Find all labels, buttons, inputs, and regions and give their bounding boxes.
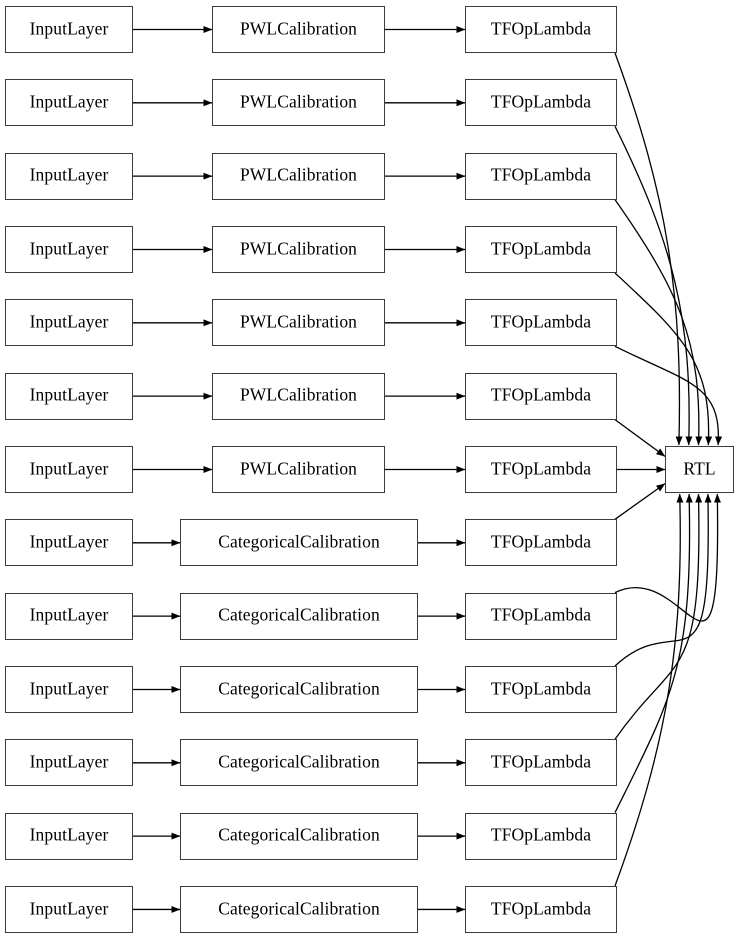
input-layer-node[interactable]: InputLayer: [5, 6, 133, 53]
tfoplambda-node[interactable]: TFOpLambda: [465, 445, 617, 493]
tfoplambda-node-label: TFOpLambda: [490, 824, 592, 845]
pwl-calibration-node-label: PWLCalibration: [239, 18, 358, 39]
categorical-calibration-node[interactable]: CategoricalCalibration: [180, 739, 418, 787]
tfoplambda-node-label: TFOpLambda: [490, 91, 592, 112]
input-layer-node-label: InputLayer: [29, 18, 109, 39]
tfoplambda-node-label: TFOpLambda: [490, 164, 592, 185]
tfoplambda-node[interactable]: TFOpLambda: [465, 6, 617, 53]
input-layer-node-label: InputLayer: [29, 604, 109, 625]
tfoplambda-node-label: TFOpLambda: [490, 238, 592, 259]
input-layer-node-label: InputLayer: [29, 824, 109, 845]
input-layer-node[interactable]: InputLayer: [5, 739, 133, 787]
pwl-calibration-node-label: PWLCalibration: [239, 384, 358, 405]
pwl-calibration-node-label: PWLCalibration: [239, 238, 358, 259]
tfoplambda-node-label: TFOpLambda: [490, 751, 592, 772]
categorical-calibration-node[interactable]: CategoricalCalibration: [180, 519, 418, 567]
input-layer-node-label: InputLayer: [29, 751, 109, 772]
tfoplambda-node[interactable]: TFOpLambda: [465, 739, 617, 787]
input-layer-node-label: InputLayer: [29, 458, 109, 479]
tfoplambda-node-label: TFOpLambda: [490, 458, 592, 479]
input-layer-node-label: InputLayer: [29, 91, 109, 112]
tfoplambda-node-label: TFOpLambda: [490, 898, 592, 919]
input-layer-node-label: InputLayer: [29, 384, 109, 405]
categorical-calibration-node[interactable]: CategoricalCalibration: [180, 885, 418, 933]
pwl-calibration-node[interactable]: PWLCalibration: [212, 225, 385, 273]
input-layer-node[interactable]: InputLayer: [5, 519, 133, 567]
tfoplambda-node-label: TFOpLambda: [490, 531, 592, 552]
pwl-calibration-node-label: PWLCalibration: [239, 458, 358, 479]
pwl-calibration-node[interactable]: PWLCalibration: [212, 6, 385, 53]
input-layer-node[interactable]: InputLayer: [5, 592, 133, 640]
tfoplambda-node-label: TFOpLambda: [490, 384, 592, 405]
pwl-calibration-node[interactable]: PWLCalibration: [212, 152, 385, 200]
input-layer-node[interactable]: InputLayer: [5, 225, 133, 273]
rtl-output-node[interactable]: RTL: [665, 446, 734, 493]
rtl-output-node-label: RTL: [683, 458, 716, 479]
input-layer-node[interactable]: InputLayer: [5, 812, 133, 860]
tfoplambda-node[interactable]: TFOpLambda: [465, 812, 617, 860]
input-layer-node-label: InputLayer: [29, 164, 109, 185]
tfoplambda-node[interactable]: TFOpLambda: [465, 592, 617, 640]
input-layer-node-label: InputLayer: [29, 531, 109, 552]
tfoplambda-node[interactable]: TFOpLambda: [465, 225, 617, 273]
tfoplambda-node[interactable]: TFOpLambda: [465, 152, 617, 200]
categorical-calibration-node[interactable]: CategoricalCalibration: [180, 592, 418, 640]
tfoplambda-node-label: TFOpLambda: [490, 18, 592, 39]
categorical-calibration-node-label: CategoricalCalibration: [218, 751, 380, 772]
input-layer-node-label: InputLayer: [29, 678, 109, 699]
input-layer-node-label: InputLayer: [29, 898, 109, 919]
categorical-calibration-node-label: CategoricalCalibration: [218, 678, 380, 699]
categorical-calibration-node-label: CategoricalCalibration: [218, 604, 380, 625]
input-layer-node-label: InputLayer: [29, 238, 109, 259]
pwl-calibration-node[interactable]: PWLCalibration: [212, 299, 385, 347]
tfoplambda-node-label: TFOpLambda: [490, 604, 592, 625]
tfoplambda-node[interactable]: TFOpLambda: [465, 519, 617, 567]
categorical-calibration-node[interactable]: CategoricalCalibration: [180, 665, 418, 713]
tfoplambda-node-label: TFOpLambda: [490, 311, 592, 332]
categorical-calibration-node-label: CategoricalCalibration: [218, 531, 380, 552]
pwl-calibration-node-label: PWLCalibration: [239, 164, 358, 185]
tfoplambda-node[interactable]: TFOpLambda: [465, 665, 617, 713]
categorical-calibration-node-label: CategoricalCalibration: [218, 824, 380, 845]
input-layer-node[interactable]: InputLayer: [5, 299, 133, 347]
input-layer-node[interactable]: InputLayer: [5, 445, 133, 493]
pwl-calibration-node[interactable]: PWLCalibration: [212, 445, 385, 493]
pwl-calibration-node[interactable]: PWLCalibration: [212, 79, 385, 127]
input-layer-node[interactable]: InputLayer: [5, 372, 133, 420]
pwl-calibration-node[interactable]: PWLCalibration: [212, 372, 385, 420]
tfoplambda-node[interactable]: TFOpLambda: [465, 885, 617, 933]
categorical-calibration-node[interactable]: CategoricalCalibration: [180, 812, 418, 860]
tfoplambda-node[interactable]: TFOpLambda: [465, 372, 617, 420]
input-layer-node[interactable]: InputLayer: [5, 79, 133, 127]
tfoplambda-node[interactable]: TFOpLambda: [465, 299, 617, 347]
tfoplambda-node[interactable]: TFOpLambda: [465, 79, 617, 127]
input-layer-node[interactable]: InputLayer: [5, 885, 133, 933]
input-layer-node-label: InputLayer: [29, 311, 109, 332]
pwl-calibration-node-label: PWLCalibration: [239, 311, 358, 332]
pwl-calibration-node-label: PWLCalibration: [239, 91, 358, 112]
tfoplambda-node-label: TFOpLambda: [490, 678, 592, 699]
input-layer-node[interactable]: InputLayer: [5, 152, 133, 200]
input-layer-node[interactable]: InputLayer: [5, 665, 133, 713]
categorical-calibration-node-label: CategoricalCalibration: [218, 898, 380, 919]
